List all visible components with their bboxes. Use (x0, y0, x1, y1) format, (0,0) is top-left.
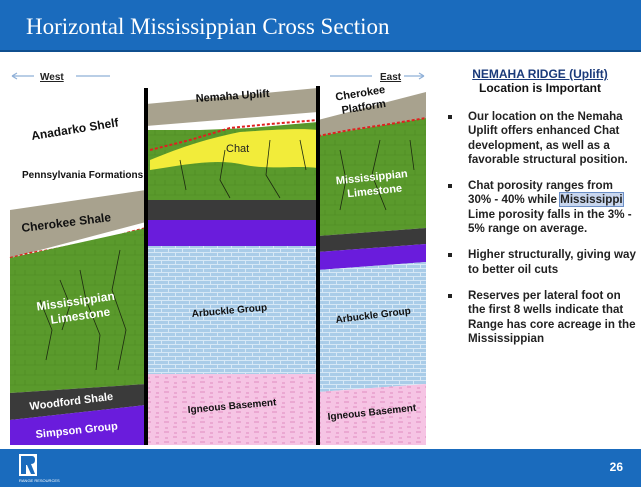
middle-chat-body (150, 129, 318, 170)
left-woodford-shale (10, 384, 146, 420)
cross-section-diagram: West East Anadarko Shelf Pennsylvania Fo… (9, 72, 427, 445)
bullet-item: Reserves per lateral foot on the first 8… (446, 289, 636, 346)
range-logo-icon (19, 454, 37, 476)
middle-unconformity-line (149, 119, 319, 151)
bullet-item: Higher structurally, giving way to bette… (446, 248, 636, 277)
slide-header: Horizontal Mississippian Cross Section (0, 0, 641, 52)
page-number: 26 (609, 460, 623, 474)
right-mississippian-limestone (318, 118, 426, 236)
panel-heading-title: NEMAHA RIDGE (Uplift) (472, 67, 608, 81)
bullet-item: Chat porosity ranges from 30% - 40% whil… (446, 179, 636, 236)
nemaha-uplift-label: Nemaha Uplift (195, 88, 270, 105)
left-fracture-lines (39, 249, 127, 371)
right-mississippian-label: Mississippian Limestone (335, 168, 413, 202)
bullet-text-after: Lime porosity falls in the 3% - 5% range… (468, 207, 632, 236)
bullet-marker-icon (448, 115, 452, 119)
slide-title: Horizontal Mississippian Cross Section (26, 14, 390, 39)
middle-igneous-basement (146, 374, 318, 445)
bullet-text: Reserves per lateral foot on the first 8… (468, 288, 636, 345)
left-mississippian-limestone (10, 228, 146, 393)
middle-arbuckle-group (146, 246, 318, 374)
chat-label: Chat (226, 143, 249, 155)
left-simpson-group (10, 405, 146, 445)
west-label: West (40, 72, 64, 83)
fault-right (316, 86, 320, 445)
right-top-shelf (318, 92, 426, 136)
bullet-text-before: Chat porosity ranges from 30% - 40% whil… (468, 179, 613, 207)
panel-heading-subtitle: Location is Important (478, 81, 601, 95)
bullet-marker-icon (448, 293, 452, 298)
left-section (9, 104, 147, 445)
left-pennsylvania-layer (10, 104, 146, 218)
left-cherokee-shale (10, 190, 146, 258)
middle-dark-shale (146, 200, 318, 220)
east-arrow (330, 72, 425, 80)
bullet-marker-icon (448, 184, 452, 189)
right-arbuckle-group (318, 262, 426, 392)
logo-text: RANGE RESOURCES (19, 478, 60, 483)
highlighted-word: Mississippi (559, 192, 624, 208)
right-simpson-band (318, 244, 426, 270)
fault-left (144, 88, 148, 445)
middle-fracture-lines (179, 139, 307, 199)
slide-footer (0, 449, 641, 487)
right-fracture-lines (339, 139, 415, 211)
bullet-item: Our location on the Nemaha Uplift offers… (446, 110, 636, 167)
east-label: East (380, 72, 402, 83)
right-unconformity-line (317, 117, 427, 137)
west-arrow (11, 72, 110, 80)
middle-top-shelf (146, 88, 318, 126)
bullet-text: Higher structurally, giving way to bette… (468, 248, 636, 276)
pennsylvania-formations-label: Pennsylvania Formations (22, 170, 144, 181)
middle-section (146, 88, 319, 445)
bullet-marker-icon (448, 253, 452, 258)
bullet-list: Our location on the Nemaha Uplift offers… (446, 110, 636, 358)
bullet-text: Our location on the Nemaha Uplift offers… (468, 110, 628, 166)
right-section (317, 92, 427, 445)
panel-heading: NEMAHA RIDGE (Uplift) Location is Import… (440, 67, 640, 95)
middle-simpson-band (146, 220, 318, 246)
right-igneous-basement (318, 384, 426, 445)
